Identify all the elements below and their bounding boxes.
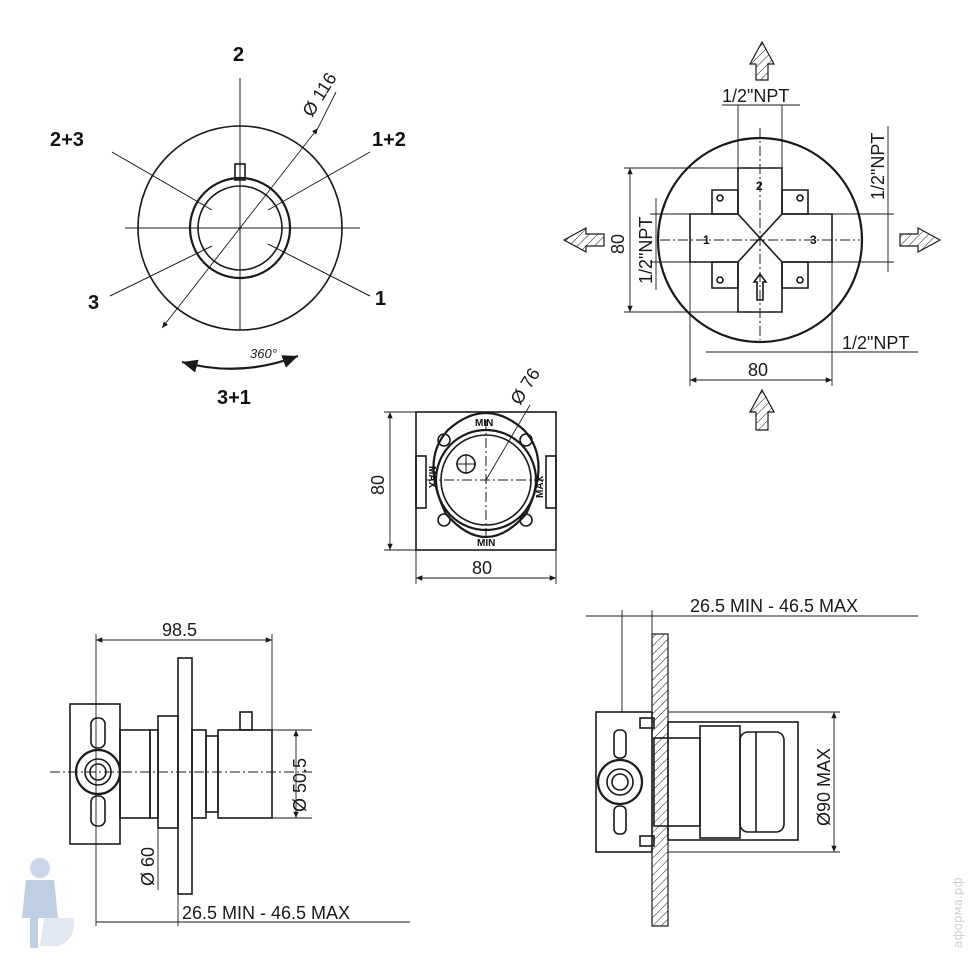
side-wall-range-label: 26.5 MIN - 46.5 MAX bbox=[182, 903, 350, 923]
leader-1plus2 bbox=[267, 151, 371, 211]
port-label-1: 1 bbox=[375, 288, 386, 310]
npt-left-label: 1/2"NPT bbox=[636, 217, 656, 284]
leader-1 bbox=[267, 243, 371, 297]
flow-arrow-up-top bbox=[748, 40, 776, 81]
leader-3 bbox=[109, 245, 213, 297]
diameter-leader bbox=[317, 91, 337, 129]
screw-hole bbox=[519, 433, 533, 447]
mark-min-top: MIN bbox=[475, 418, 493, 429]
port-label-3: 3 bbox=[88, 292, 99, 314]
side-handle bbox=[217, 729, 273, 819]
flow-arrow-right bbox=[899, 226, 942, 254]
watermark-text: аформа.рф bbox=[951, 877, 965, 948]
inner-flow-arrow bbox=[752, 272, 768, 301]
width-label-80: 80 bbox=[748, 360, 768, 380]
mascot-logo bbox=[22, 858, 75, 948]
flow-arrow-left bbox=[562, 226, 605, 254]
side-body-block bbox=[69, 703, 121, 845]
rear-port-2: 2 bbox=[756, 179, 763, 193]
body-diameter-line bbox=[485, 404, 531, 481]
port-label-1plus2: 1+2 bbox=[372, 129, 406, 151]
mark-min-bottom: MIN bbox=[477, 538, 495, 549]
length-label: 98.5 bbox=[162, 620, 197, 640]
leader-2plus3 bbox=[111, 151, 213, 211]
section-block bbox=[595, 711, 653, 853]
front-view: 2 2+3 1+2 3 1 3+1 360° Ø 116 bbox=[50, 44, 406, 409]
section-wall-range-label: 26.5 MIN - 46.5 MAX bbox=[690, 596, 858, 616]
body-height-label: 80 bbox=[368, 475, 388, 495]
section-diameter-label: Ø90 MAX bbox=[814, 748, 834, 826]
rotation-label: 360° bbox=[250, 346, 277, 361]
rear-port-1: 1 bbox=[703, 233, 710, 247]
rear-port-3: 3 bbox=[810, 233, 817, 247]
body-width-label: 80 bbox=[472, 558, 492, 578]
section-cartridge bbox=[667, 721, 799, 841]
mark-max-right: MAX bbox=[535, 475, 546, 498]
body-diameter-label: Ø 76 bbox=[506, 364, 544, 408]
body-view: MIN MIN MAX MAX Ø 76 80 80 bbox=[368, 364, 557, 584]
npt-top-label: 1/2"NPT bbox=[722, 86, 789, 106]
section-inlet-outer bbox=[596, 758, 644, 806]
npt-right-label: 1/2"NPT bbox=[868, 133, 888, 200]
rear-view: 1/2"NPT 1/2"NPT 80 1/2"NPT 1/2"NPT 80 2 … bbox=[562, 40, 942, 431]
body-diameter-label: Ø 60 bbox=[138, 847, 158, 886]
side-indicator bbox=[239, 711, 253, 731]
diameter-line bbox=[161, 127, 319, 329]
mounting-lugs bbox=[711, 189, 809, 289]
cap-diameter-label: Ø 50.5 bbox=[290, 758, 310, 812]
npt-bottom-label: 1/2"NPT bbox=[842, 333, 909, 353]
side-view: 98.5 Ø 50.5 Ø 60 26.5 MIN - 46.5 MAX bbox=[50, 620, 410, 926]
port-label-2: 2 bbox=[233, 44, 244, 66]
port-label-3plus1: 3+1 bbox=[217, 387, 251, 409]
screw-hole bbox=[437, 513, 451, 527]
flow-arrow-up-bottom bbox=[748, 388, 776, 431]
screw-hole bbox=[437, 433, 451, 447]
rotation-arrow bbox=[181, 354, 299, 373]
side-faceplate bbox=[177, 657, 193, 895]
height-label-80: 80 bbox=[608, 234, 628, 254]
port-label-2plus3: 2+3 bbox=[50, 129, 84, 151]
section-view: 26.5 MIN - 46.5 MAX Ø90 MAX bbox=[586, 596, 918, 927]
mark-max-left: MAX bbox=[426, 466, 437, 489]
screw-hole bbox=[519, 513, 533, 527]
